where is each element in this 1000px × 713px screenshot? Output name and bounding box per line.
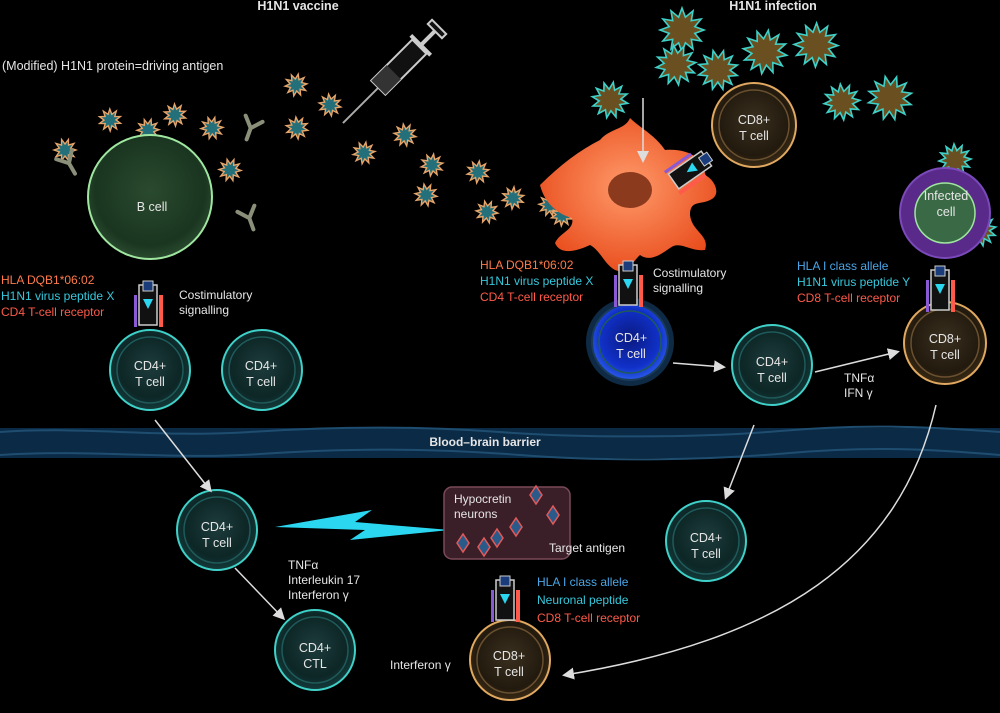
infection-title: H1N1 infection	[729, 0, 817, 13]
right-hla-label: HLA I class allele	[797, 259, 889, 273]
antibody-icon	[243, 113, 265, 142]
cd8-cytokine: Interferon γ	[390, 658, 451, 672]
virus-particle-small	[465, 159, 491, 185]
cd8-top-cell-label: CD8+T cell	[737, 113, 771, 143]
antibody-icon	[54, 148, 77, 176]
receptor-cd8-top	[663, 150, 714, 195]
virus-particle-small	[317, 92, 343, 118]
neuron-diamond-icon	[509, 516, 523, 538]
cd4-t-cell-mid	[731, 324, 813, 406]
brain-hla-label: HLA I class allele	[537, 575, 629, 589]
receptor-left	[134, 280, 163, 327]
syringe-icon	[342, 18, 448, 124]
driving-antigen-note: (Modified) H1N1 protein=driving antigen	[2, 59, 224, 73]
center-tcr-label: CD4 T-cell receptor	[480, 290, 584, 304]
cd4-cell-a-label: CD4+T cell	[133, 359, 167, 389]
vaccine-title: H1N1 vaccine	[257, 0, 339, 13]
neuron-diamond-icon	[529, 484, 543, 506]
b-cell-label: B cell	[136, 200, 168, 214]
cd8-t-cell-top	[711, 82, 797, 168]
virus-particle-large	[821, 81, 863, 123]
cd4-brain-right-label: CD4+T cell	[689, 531, 723, 561]
virus-particle-small	[284, 115, 310, 141]
cd4-cell-b-label: CD4+T cell	[244, 359, 278, 389]
cd4-apc-cell-label: CD4+T cell	[614, 331, 648, 361]
neuron-diamond-icon	[490, 527, 504, 549]
b-cell	[87, 134, 213, 260]
virus-particle-small	[413, 182, 439, 208]
virus-particle-small	[97, 106, 123, 134]
virus-particle-large	[590, 80, 630, 120]
cd4-ctl-label: CD4+CTL	[298, 641, 332, 671]
center-peptide-label: H1N1 virus peptide X	[480, 274, 594, 288]
antibody-icon	[235, 203, 257, 232]
virus-particle-large	[653, 42, 699, 88]
receptor-center	[614, 260, 643, 307]
cd4-t-cell-a	[109, 329, 191, 411]
brain-peptide-label: Neuronal peptide	[537, 593, 629, 607]
antibodies	[54, 113, 265, 232]
neuron-diamond-icon	[477, 536, 491, 558]
cd4-mid-cell-label: CD4+T cell	[755, 355, 789, 385]
cd4-t-cell-brain-left	[176, 489, 258, 571]
neuron-diamond-icon	[546, 504, 560, 526]
neuron-diamond-icon	[456, 532, 470, 554]
cd4-t-cell-brain-right	[665, 500, 747, 582]
virus-particle-small	[198, 115, 226, 141]
bbb-label: Blood–brain barrier	[429, 435, 541, 449]
left-hla-label: HLA DQB1*06:02	[1, 273, 95, 287]
target-antigen-label: Target antigen	[549, 541, 626, 555]
right-tcr-label: CD8 T-cell receptor	[797, 291, 901, 305]
virus-particle-small	[283, 72, 309, 98]
right-peptide-label: H1N1 virus peptide Y	[797, 275, 911, 289]
center-hla-label: HLA DQB1*06:02	[480, 258, 574, 272]
virus-particle-small	[474, 199, 500, 225]
cd4-t-cell-b	[221, 329, 303, 411]
left-tcr-label: CD4 T-cell receptor	[1, 305, 105, 319]
cd4-ctl-cell	[274, 609, 356, 691]
receptor-right	[926, 265, 955, 312]
virus-particle-large	[657, 5, 707, 55]
virus-particle-large	[696, 48, 740, 92]
dendritic-cell-nucleus	[608, 172, 652, 208]
virus-particle-large	[791, 20, 841, 70]
virus-particle-large	[741, 28, 789, 76]
neuron-diamonds	[456, 484, 560, 558]
arrows	[154, 98, 937, 680]
brain-tcr-label: CD8 T-cell receptor	[537, 611, 641, 625]
cd8-brain-label: CD8+T cell	[492, 649, 526, 679]
cd4-brain-left-label: CD4+T cell	[200, 520, 234, 550]
virus-particle-small	[419, 152, 445, 178]
infected-cell-nucleus	[914, 182, 976, 244]
virus-particle-small	[500, 184, 526, 212]
virus-particle-small	[162, 101, 188, 129]
virus-particle-small	[216, 157, 244, 183]
lightning-bolt	[275, 510, 450, 540]
cd8-right-cell-label: CD8+T cell	[928, 332, 962, 362]
hypocretin-neurons-box	[443, 486, 571, 560]
virus-particle-large	[866, 74, 914, 122]
virus-particle-small	[391, 121, 419, 149]
receptor-brain	[491, 575, 520, 622]
left-peptide-label: H1N1 virus peptide X	[1, 289, 115, 303]
virus-particle-small	[350, 140, 378, 166]
